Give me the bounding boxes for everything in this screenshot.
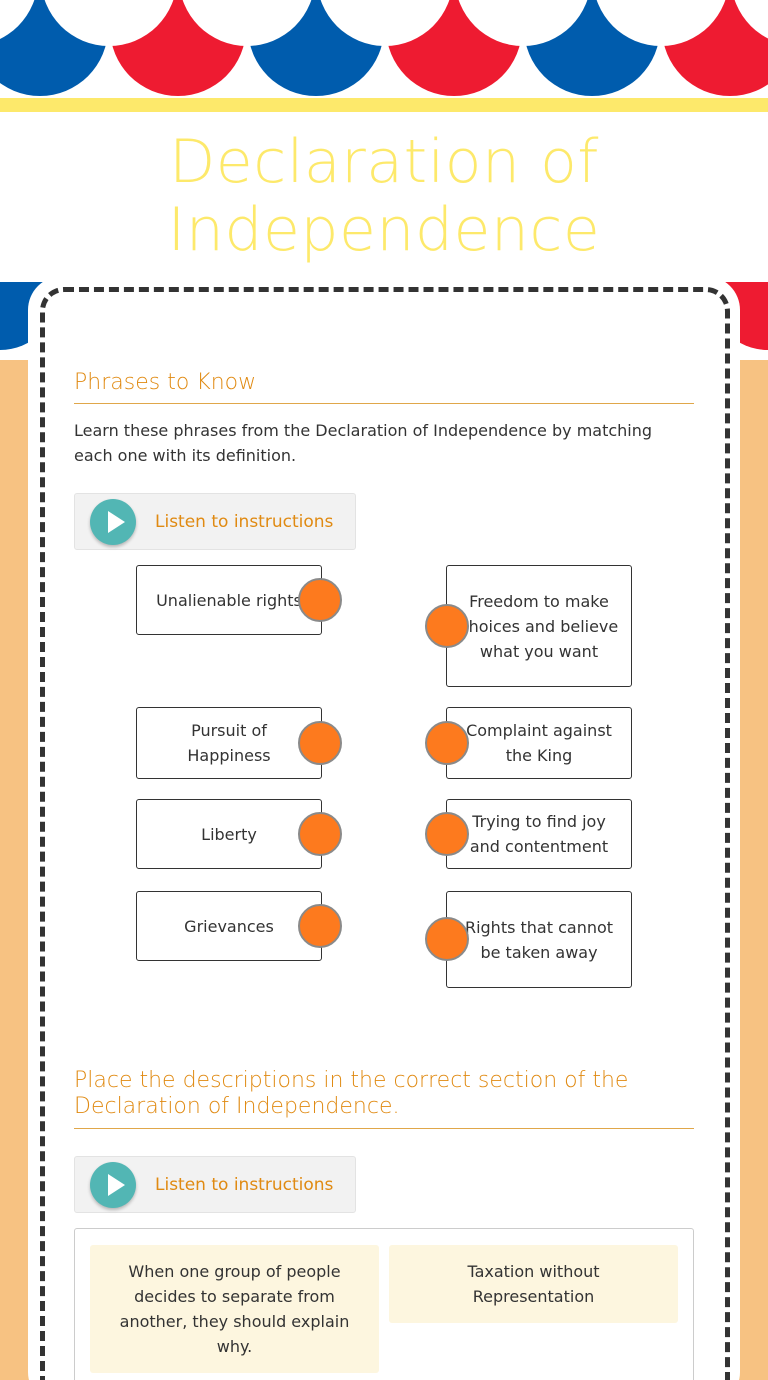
match-left-item[interactable]: Unalienable rights bbox=[136, 565, 322, 635]
play-icon[interactable] bbox=[90, 499, 136, 545]
match-connector-dot[interactable] bbox=[425, 917, 469, 961]
match-connector-dot[interactable] bbox=[298, 721, 342, 765]
section-heading-phrases: Phrases to Know bbox=[74, 370, 694, 404]
match-left-item[interactable]: Grievances bbox=[136, 891, 322, 961]
section-heading-place-descriptions: Place the descriptions in the correct se… bbox=[74, 1068, 694, 1129]
listen-instructions-button[interactable]: Listen to instructions bbox=[74, 493, 356, 550]
match-connector-dot[interactable] bbox=[298, 578, 342, 622]
match-left-item[interactable]: Liberty bbox=[136, 799, 322, 869]
draggable-description-card[interactable]: When one group of people decides to sepa… bbox=[90, 1245, 379, 1373]
listen-instructions-button[interactable]: Listen to instructions bbox=[74, 1156, 356, 1213]
match-left-item[interactable]: Pursuit of Happiness bbox=[136, 707, 322, 779]
match-left-label: Pursuit of Happiness bbox=[187, 721, 271, 765]
match-connector-dot[interactable] bbox=[425, 812, 469, 856]
listen-label: Listen to instructions bbox=[155, 1175, 334, 1195]
draggable-description-card[interactable]: Taxation without Representation bbox=[389, 1245, 678, 1323]
match-right-item[interactable]: Rights that cannot be taken away bbox=[446, 891, 632, 988]
match-right-item[interactable]: Freedom to make choices and believe what… bbox=[446, 565, 632, 687]
match-right-label: Rights that cannot be taken away bbox=[464, 917, 614, 962]
match-connector-dot[interactable] bbox=[298, 812, 342, 856]
match-right-label: Trying to find joy and contentment bbox=[469, 812, 609, 856]
match-left-label: Unalienable rights bbox=[156, 590, 302, 610]
play-icon[interactable] bbox=[90, 1162, 136, 1208]
match-connector-dot[interactable] bbox=[298, 904, 342, 948]
worksheet-dashed-border bbox=[40, 287, 730, 1380]
page-title: Declaration of Independence bbox=[167, 127, 601, 265]
match-connector-dot[interactable] bbox=[425, 721, 469, 765]
header-yellow-stripe bbox=[0, 98, 768, 112]
draggable-card-label: Taxation without Representation bbox=[467, 1262, 600, 1306]
draggable-card-label: When one group of people decides to sepa… bbox=[119, 1262, 350, 1356]
match-connector-dot[interactable] bbox=[425, 604, 469, 648]
scallop-decoration bbox=[0, 0, 768, 96]
listen-label: Listen to instructions bbox=[155, 512, 334, 532]
title-area bbox=[0, 112, 768, 282]
match-left-label: Liberty bbox=[201, 824, 257, 844]
match-left-label: Grievances bbox=[184, 916, 274, 936]
match-right-label: Complaint against the King bbox=[466, 721, 612, 765]
section-description: Learn these phrases from the Declaration… bbox=[74, 421, 653, 465]
match-right-item[interactable]: Trying to find joy and contentment bbox=[446, 799, 632, 869]
match-right-item[interactable]: Complaint against the King bbox=[446, 707, 632, 779]
header-scallop-band bbox=[0, 0, 768, 98]
match-right-label: Freedom to make choices and believe what… bbox=[459, 591, 619, 661]
